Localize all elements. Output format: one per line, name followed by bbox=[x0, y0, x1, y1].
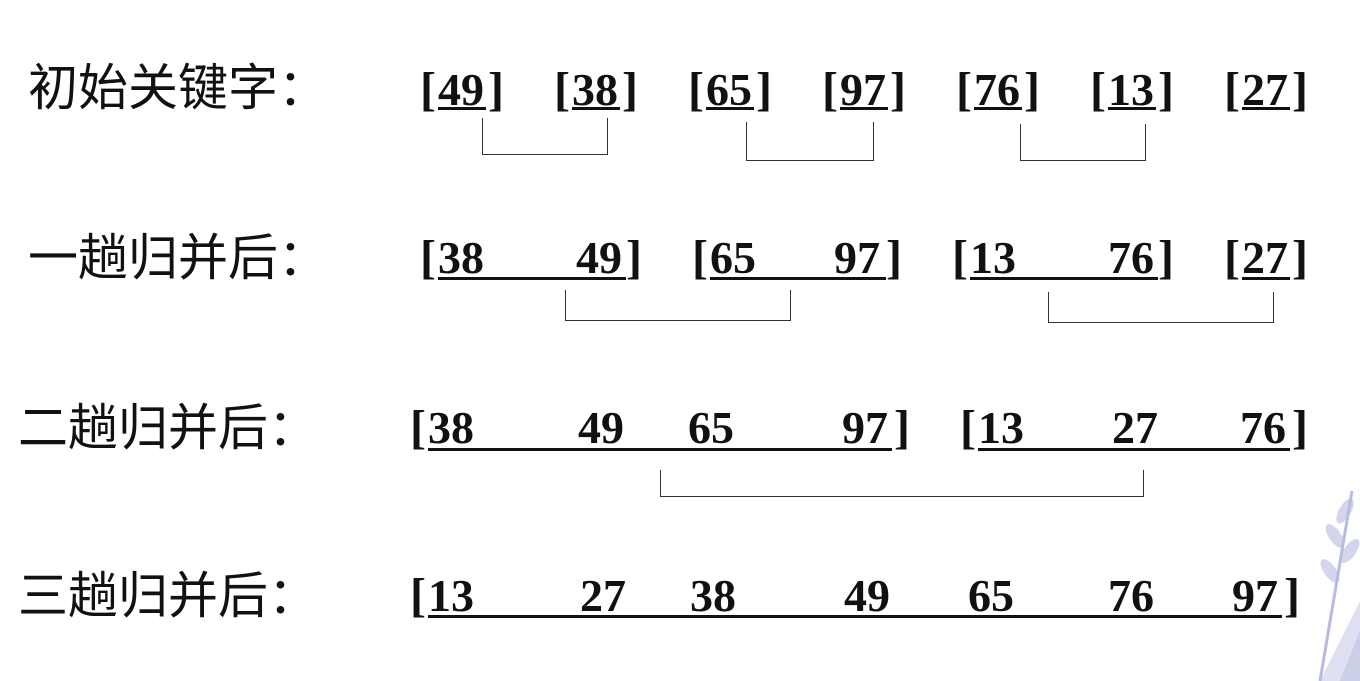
merge-connector bbox=[1048, 292, 1274, 323]
close-bracket: ] bbox=[890, 63, 906, 116]
merge-connector bbox=[565, 290, 791, 321]
open-bracket: [ bbox=[956, 63, 972, 116]
open-bracket: [ bbox=[1224, 231, 1240, 284]
underline bbox=[706, 107, 754, 110]
row-label-pass-3: 三趟归并后： bbox=[18, 567, 318, 625]
value-65: 65 bbox=[968, 570, 1014, 621]
close-bracket: ] bbox=[756, 63, 772, 116]
value-97: 97 bbox=[842, 402, 888, 453]
underline bbox=[978, 448, 1290, 451]
value-76: 76 bbox=[1108, 570, 1154, 621]
value-49: 49 bbox=[578, 402, 624, 453]
open-bracket: [ bbox=[1224, 63, 1240, 116]
value-97: 97 bbox=[834, 232, 880, 283]
value-13: 13 bbox=[1108, 64, 1154, 115]
value-13: 13 bbox=[978, 402, 1024, 453]
close-bracket: ] bbox=[1292, 401, 1308, 454]
open-bracket: [ bbox=[688, 63, 704, 116]
row-label-initial: 初始关键字： bbox=[28, 59, 328, 117]
value-65: 65 bbox=[688, 402, 734, 453]
underline bbox=[710, 277, 886, 280]
value-65: 65 bbox=[710, 232, 756, 283]
merge-connector bbox=[746, 122, 874, 161]
value-76: 76 bbox=[1108, 232, 1154, 283]
close-bracket: ] bbox=[1024, 63, 1040, 116]
value-27: 27 bbox=[580, 570, 626, 621]
underline bbox=[1242, 107, 1290, 110]
value-65: 65 bbox=[706, 64, 752, 115]
value-38: 38 bbox=[428, 402, 474, 453]
close-bracket: ] bbox=[1158, 63, 1174, 116]
open-bracket: [ bbox=[554, 63, 570, 116]
open-bracket: [ bbox=[410, 569, 426, 622]
value-38: 38 bbox=[690, 570, 736, 621]
underline bbox=[572, 107, 620, 110]
value-27: 27 bbox=[1242, 64, 1288, 115]
close-bracket: ] bbox=[1292, 63, 1308, 116]
value-27: 27 bbox=[1242, 232, 1288, 283]
close-bracket: ] bbox=[622, 63, 638, 116]
value-49: 49 bbox=[438, 64, 484, 115]
value-49: 49 bbox=[844, 570, 890, 621]
underline bbox=[970, 277, 1158, 280]
open-bracket: [ bbox=[960, 401, 976, 454]
merge-connector bbox=[482, 118, 608, 155]
value-13: 13 bbox=[970, 232, 1016, 283]
close-bracket: ] bbox=[894, 401, 910, 454]
underline bbox=[1108, 107, 1156, 110]
value-76: 76 bbox=[1240, 402, 1286, 453]
merge-connector bbox=[1020, 124, 1146, 161]
value-49: 49 bbox=[576, 232, 622, 283]
open-bracket: [ bbox=[1090, 63, 1106, 116]
underline bbox=[438, 107, 486, 110]
open-bracket: [ bbox=[410, 401, 426, 454]
open-bracket: [ bbox=[420, 231, 436, 284]
close-bracket: ] bbox=[626, 231, 642, 284]
wheat-watermark-icon bbox=[1318, 490, 1360, 681]
value-38: 38 bbox=[438, 232, 484, 283]
value-97: 97 bbox=[840, 64, 886, 115]
value-13: 13 bbox=[428, 570, 474, 621]
row-label-pass-2: 二趟归并后： bbox=[18, 399, 318, 457]
close-bracket: ] bbox=[488, 63, 504, 116]
underline bbox=[438, 277, 626, 280]
open-bracket: [ bbox=[420, 63, 436, 116]
value-76: 76 bbox=[974, 64, 1020, 115]
open-bracket: [ bbox=[692, 231, 708, 284]
close-bracket: ] bbox=[886, 231, 902, 284]
close-bracket: ] bbox=[1158, 231, 1174, 284]
open-bracket: [ bbox=[952, 231, 968, 284]
underline bbox=[974, 107, 1022, 110]
close-bracket: ] bbox=[1292, 231, 1308, 284]
row-label-pass-1: 一趟归并后： bbox=[28, 229, 328, 287]
value-97: 97 bbox=[1232, 570, 1278, 621]
open-bracket: [ bbox=[822, 63, 838, 116]
underline bbox=[840, 107, 888, 110]
close-bracket: ] bbox=[1284, 569, 1300, 622]
value-38: 38 bbox=[572, 64, 618, 115]
merge-connector bbox=[660, 470, 1144, 497]
underline bbox=[428, 615, 1282, 618]
underline bbox=[1242, 277, 1290, 280]
value-27: 27 bbox=[1112, 402, 1158, 453]
underline bbox=[428, 448, 892, 451]
